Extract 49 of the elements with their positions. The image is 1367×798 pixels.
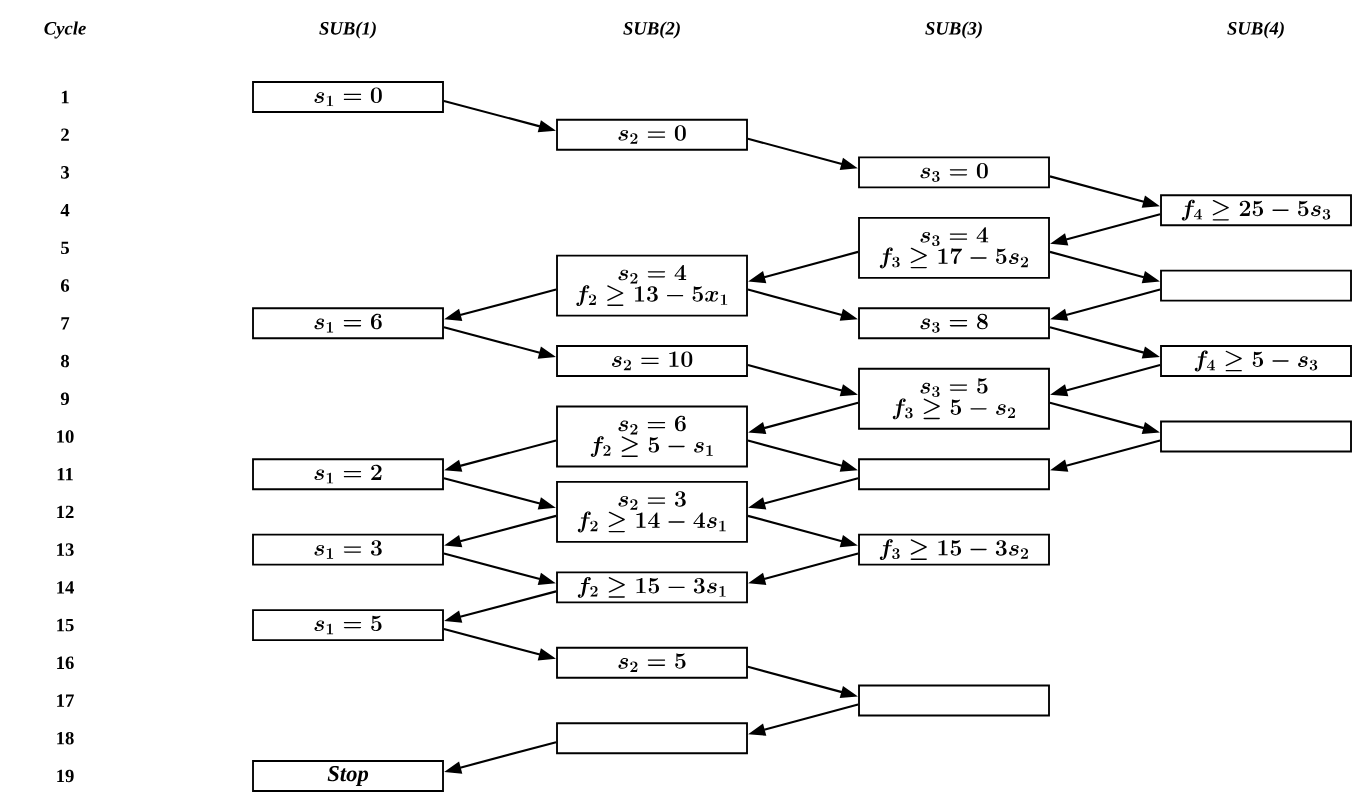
process-box: Stop xyxy=(252,760,444,792)
cycle-number: 18 xyxy=(57,731,74,745)
process-box: $s_1 = 0$ xyxy=(252,81,444,113)
process-box: $s_3 = 5$ $f_3 \geq 5 - s_2$ xyxy=(858,367,1050,430)
cycle-number: 14 xyxy=(57,581,74,594)
cycle-number: 9 xyxy=(60,392,69,406)
cycle-number: 19 xyxy=(57,769,74,783)
process-box: $s_2 = 10$ xyxy=(556,345,748,377)
process-box: $f_4 \geq 5 - s_3$ xyxy=(1160,345,1352,377)
column-header: SUB(3) xyxy=(925,21,982,39)
cycle-number: 17 xyxy=(57,694,74,707)
cycle-number: 2 xyxy=(61,128,69,141)
column-header: SUB(1) xyxy=(319,21,376,39)
cycle-number: 15 xyxy=(57,618,74,632)
column-header: SUB(4) xyxy=(1227,21,1284,39)
process-box: $s_3 = 0$ xyxy=(858,156,1050,189)
cycle-number: 6 xyxy=(61,279,70,292)
process-box: $f_4 \geq 25 - 5s_3$ xyxy=(1160,194,1352,227)
cycle-number: 3 xyxy=(61,166,70,179)
process-box: $s_3 = 4$ $f_3 \geq 17 - 5s_2$ xyxy=(858,216,1050,279)
empty-box xyxy=(858,684,1050,717)
empty-box xyxy=(1160,269,1352,302)
process-box: $s_1 = 3$ xyxy=(252,533,444,566)
cycle-number: 11 xyxy=(57,468,73,481)
empty-box xyxy=(1160,420,1352,453)
cycle-number: 4 xyxy=(60,204,70,217)
cycle-number: 13 xyxy=(57,543,74,556)
process-box: $f_2 \geq 15 - 3s_1$ xyxy=(556,571,748,604)
process-box: $s_1 = 2$ xyxy=(252,458,444,491)
process-box: $s_1 = 6$ xyxy=(252,307,444,340)
process-box: $s_1 = 5$ xyxy=(252,609,444,642)
column-header: SUB(2) xyxy=(623,21,680,39)
process-box: $s_2 = 4$ $f_2 \geq 13 - 5x_1$ xyxy=(556,254,748,317)
cycle-number: 1 xyxy=(61,90,69,104)
process-box: $s_3 = 8$ xyxy=(858,307,1050,340)
cycle-number: 10 xyxy=(57,430,74,443)
process-box: $s_2 = 0$ xyxy=(556,118,748,151)
process-box: $s_2 = 3$ $f_2 \geq 14 - 4s_1$ xyxy=(556,480,748,543)
cycle-number: 8 xyxy=(60,354,70,368)
process-box: $s_2 = 6$ $f_2 \geq 5 - s_1$ xyxy=(556,405,748,468)
empty-box xyxy=(556,722,748,755)
process-box: $s_2 = 5$ xyxy=(556,646,748,679)
cycle-number: 7 xyxy=(61,317,70,330)
column-header: Cycle xyxy=(44,21,86,39)
process-box: $f_3 \geq 15 - 3s_2$ xyxy=(858,533,1050,566)
cycle-number: 16 xyxy=(57,656,74,670)
cycle-number: 12 xyxy=(57,505,74,519)
cycle-number: 5 xyxy=(61,241,69,255)
empty-box xyxy=(858,458,1050,491)
